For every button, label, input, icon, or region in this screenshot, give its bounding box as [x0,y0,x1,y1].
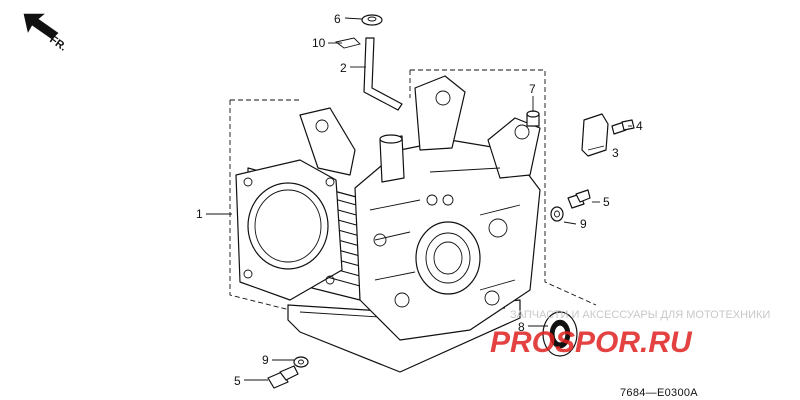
callout-5-right: 5 [603,195,610,209]
callout-6: 6 [334,12,341,26]
callout-4: 4 [636,119,643,133]
part-5-bolt-right [567,189,591,209]
watermark-brand: PROSPOR.RU [490,326,693,359]
callout-1: 1 [196,207,203,221]
callout-10: 10 [312,36,326,50]
part-6-washer [361,14,383,26]
front-direction-indicator: FR. [23,13,69,54]
callout-9-left: 9 [262,353,269,367]
front-arrow-icon [23,13,59,40]
part-7-pin [526,110,540,127]
assembly-frames [229,69,597,311]
crankcase-assembly [235,75,541,373]
callout-numbers: 6 10 2 7 4 3 5 9 1 8 9 5 [196,12,643,388]
part-9-washer-left [293,356,309,368]
callout-8: 8 [518,320,525,334]
callout-3: 3 [612,146,619,160]
callout-7: 7 [529,82,536,96]
callout-9-right: 9 [580,217,587,231]
callout-5-left: 5 [234,374,241,388]
part-9-washer-right [550,206,564,222]
part-8-oil-seal [542,311,578,357]
part-3-bracket [581,113,609,157]
watermark: ЗАПЧАСТИ И АКСЕССУАРЫ ДЛЯ МОТОТЕХНИКИ PR… [490,309,770,359]
callout-2: 2 [340,61,347,75]
part-2-rod [363,37,403,111]
leader-lines [206,17,632,381]
part-5-bolt-left [267,365,299,389]
drawing-code: 7684—E0300A [620,387,698,399]
part-4-bolt [611,119,635,135]
part-10-clip [334,37,361,49]
watermark-tagline: ЗАПЧАСТИ И АКСЕССУАРЫ ДЛЯ МОТОТЕХНИКИ [510,309,770,321]
